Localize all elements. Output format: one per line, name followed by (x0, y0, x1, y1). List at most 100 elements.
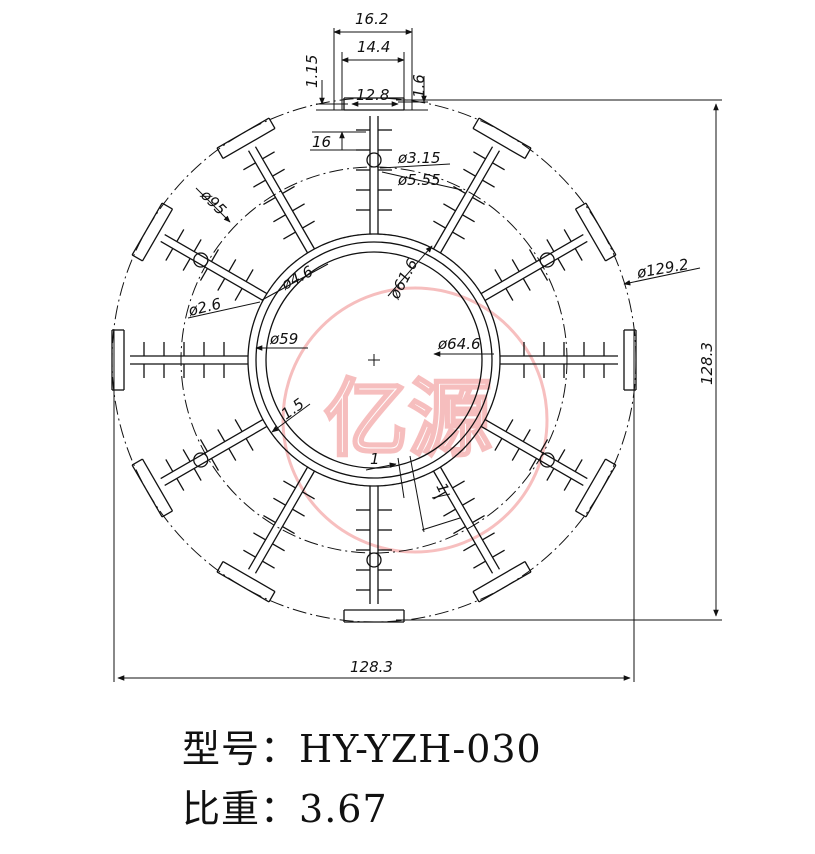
dim-top-outer-width: 16.2 (355, 10, 388, 28)
dim-hole-small: ø3.15 (397, 149, 441, 167)
fin-rib (563, 229, 572, 242)
fin-rib (292, 508, 305, 517)
fin-rib (463, 543, 476, 552)
dim-overall-width: 128.3 (350, 658, 393, 676)
fin-head-side (575, 510, 587, 518)
screw-boss (366, 152, 382, 168)
dim-top-right-thickness: 1.6 (410, 74, 428, 98)
fin-rib (262, 151, 275, 160)
weight-value: 3.67 (299, 787, 388, 831)
fin-rib (472, 196, 485, 206)
fin-rib (453, 525, 466, 535)
fin-rib (557, 258, 566, 271)
svg-text:亿源: 亿源 (324, 370, 492, 468)
screw-boss (366, 552, 382, 568)
dim-top-slot-width: 12.8 (356, 86, 389, 104)
fin-rib (492, 162, 505, 171)
fin-rib (217, 429, 226, 442)
fin-rib (245, 269, 254, 282)
fin-rib (283, 480, 296, 489)
radial-fin (480, 233, 584, 295)
radial-fin (160, 240, 264, 302)
fin-rib (272, 168, 285, 177)
fin-rib (453, 185, 466, 195)
fin-rib (283, 231, 296, 240)
screw-boss (539, 452, 555, 468)
radial-fin (247, 150, 309, 254)
fin-rib (253, 179, 266, 188)
fin-rib (452, 480, 465, 489)
dim-inner-646: ø64.6 (437, 335, 481, 353)
fin-rib (511, 448, 520, 461)
fin-head (472, 127, 526, 160)
radial-fin (247, 466, 309, 570)
fin-rib (563, 478, 572, 491)
fin-rib (182, 449, 191, 462)
fin-rib (482, 532, 495, 541)
fin-rib (262, 560, 275, 569)
fin-head-outer (131, 202, 163, 256)
specific-weight: 比重：3.67 (182, 778, 388, 833)
fin-rib (546, 468, 555, 481)
dim-ring-46: ø4.6 (278, 262, 317, 294)
dim-outer-dia: ø129.2 (635, 255, 690, 282)
fin-rib (462, 214, 475, 223)
model-label: 型号： (182, 727, 300, 771)
dim-top-wall-thickness: 1.15 (303, 55, 321, 88)
fin-rib (263, 196, 276, 206)
screw-boss (193, 452, 209, 468)
fin-head (141, 458, 174, 512)
fin-rib (452, 231, 465, 240)
dim-inner-616: ø61.6 (385, 256, 421, 303)
fin-rib (193, 468, 202, 481)
fin-rib (165, 248, 174, 261)
fin-rib (505, 288, 514, 301)
dim-hole-large: ø5.55 (397, 171, 441, 189)
fin-head-outer (216, 571, 270, 603)
watermark-logo: 亿源 (281, 286, 549, 554)
fin-rib (482, 179, 495, 188)
fin-rib (253, 532, 266, 541)
center-mark (368, 354, 380, 366)
fin-rib (182, 258, 191, 271)
fin-rib (511, 259, 520, 272)
fin-rib (443, 508, 456, 517)
fin-rib (473, 560, 486, 569)
fin-rib (176, 229, 185, 242)
core-outer-circle (255, 241, 493, 479)
fin-rib (557, 449, 566, 462)
fin-head (574, 458, 607, 512)
radial-fin (432, 146, 494, 250)
fin-rib (210, 458, 220, 471)
fin-rib (243, 549, 256, 558)
fin-rib (193, 239, 202, 252)
radial-fin (439, 150, 501, 254)
fin-rib (245, 438, 254, 451)
fin-head-outer (585, 464, 617, 518)
model-number: 型号：HY-YZH-030 (182, 718, 542, 773)
dim-fin-thickness-a: 1 (370, 450, 380, 468)
radial-fin (164, 425, 268, 487)
fin-rib (234, 419, 243, 432)
fin-rib (574, 459, 583, 472)
radial-fin (160, 418, 264, 480)
screw-boss (539, 252, 555, 268)
fin-head-outer (585, 202, 617, 256)
fin-rib (292, 203, 305, 212)
fin-rib (492, 549, 505, 558)
fin-head (574, 208, 607, 262)
screw-boss (193, 252, 209, 268)
fin-rib (302, 220, 315, 229)
fin-rib (176, 478, 185, 491)
fin-head-side (268, 117, 276, 129)
fin-head (141, 208, 174, 262)
fin-rib (433, 220, 446, 229)
fin-rib (546, 239, 555, 252)
fin-rib (528, 249, 538, 262)
fin-rib (539, 268, 549, 281)
fin-head-outer (216, 117, 270, 149)
fin-rib (228, 259, 237, 272)
weight-label: 比重： (182, 787, 300, 831)
fin-rib (243, 162, 256, 171)
fin-rib (522, 278, 531, 291)
